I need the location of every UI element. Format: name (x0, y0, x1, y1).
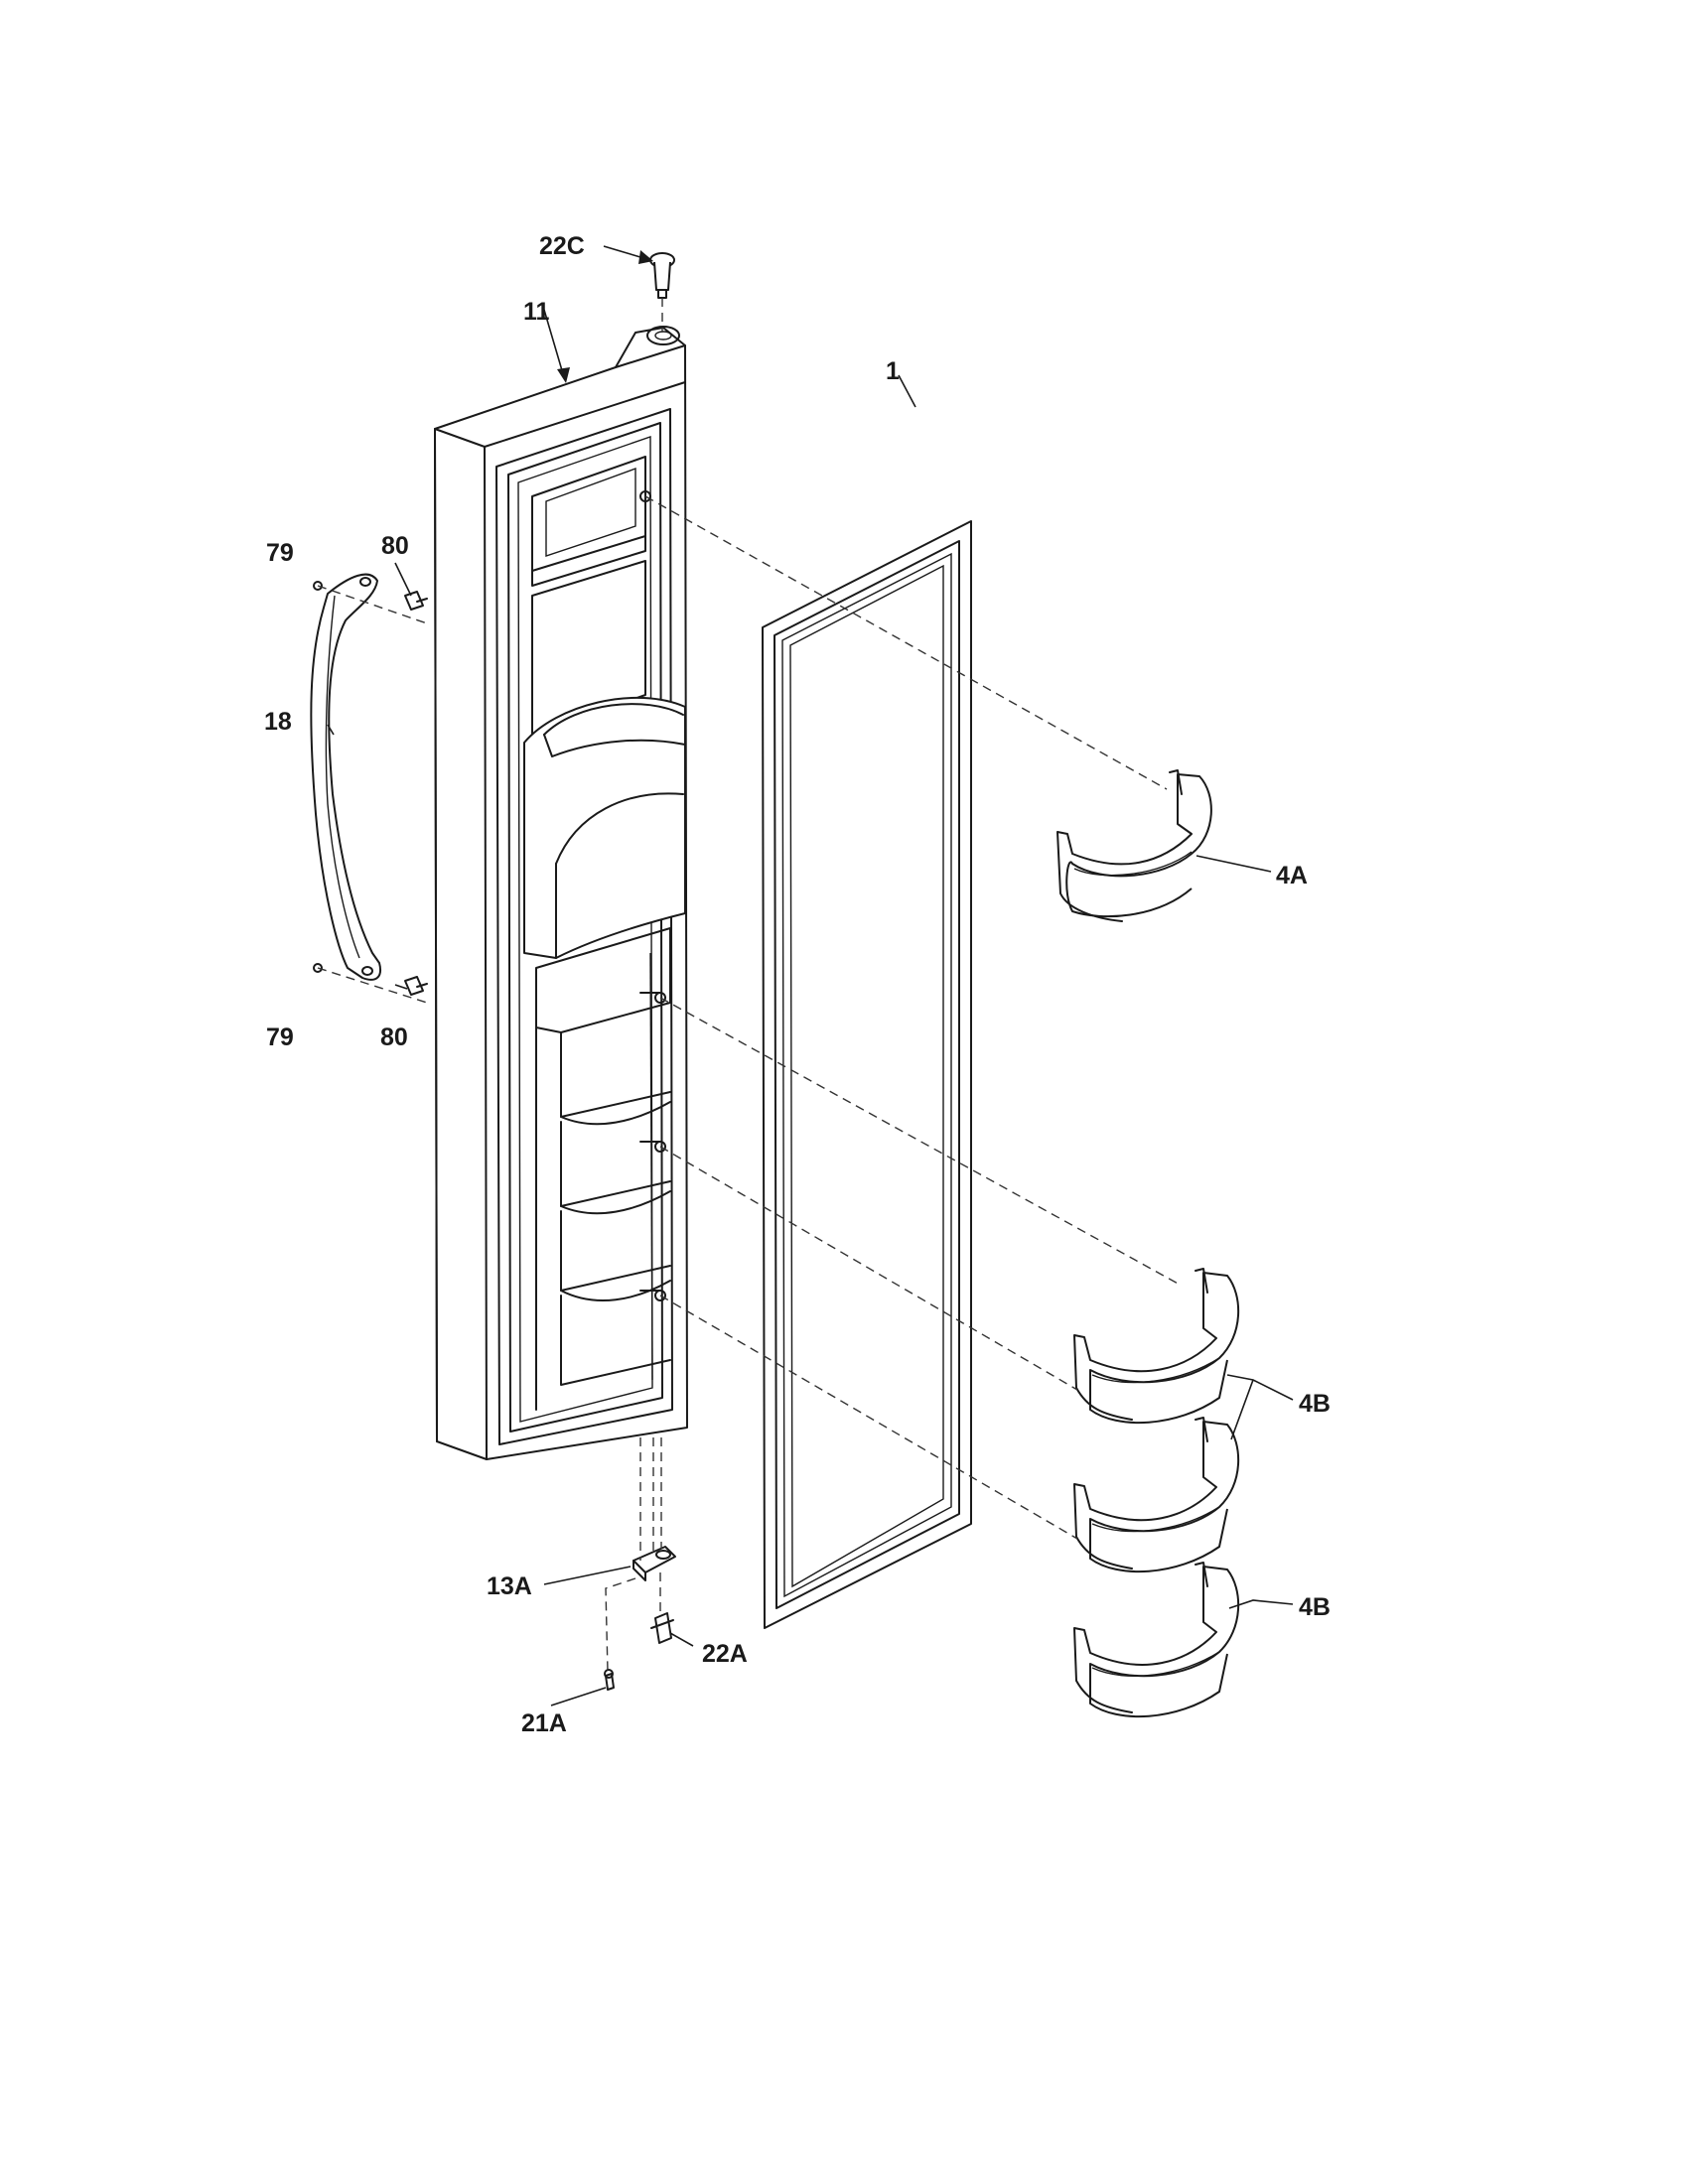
callout-4B-upper: 4B (1299, 1390, 1331, 1418)
callout-4B-lower: 4B (1299, 1593, 1331, 1621)
hinge-bracket-13A (633, 1546, 676, 1581)
bushing-22C (649, 252, 675, 299)
callout-79-top: 79 (266, 539, 294, 567)
door-assembly (434, 326, 688, 1460)
callout-79-bottom: 79 (266, 1024, 294, 1051)
door-bin-4B-1 (1073, 1268, 1240, 1425)
door-gasket (762, 520, 972, 1629)
callout-80-top: 80 (381, 532, 409, 560)
hinge-pin-22A (650, 1612, 674, 1644)
screw-21A (604, 1669, 615, 1691)
assembly-lines (317, 298, 1183, 1673)
callout-80-bottom: 80 (380, 1024, 408, 1051)
callout-11: 11 (523, 298, 550, 326)
door-bin-4A (1056, 769, 1212, 922)
stud-80-top (404, 591, 428, 611)
screw-79-top (313, 581, 323, 591)
callout-1: 1 (886, 357, 900, 385)
callout-4A: 4A (1276, 862, 1308, 889)
callout-21A: 21A (521, 1709, 567, 1737)
callout-13A: 13A (487, 1572, 532, 1600)
callout-22A: 22A (702, 1640, 748, 1668)
stud-80-bottom (404, 976, 428, 996)
door-bin-4B-3 (1073, 1562, 1240, 1718)
leader-lines (327, 245, 1294, 1706)
callout-22C: 22C (539, 232, 585, 260)
door-bin-4B-2 (1073, 1417, 1240, 1573)
door-handle (310, 573, 381, 981)
screw-79-bottom (313, 963, 323, 973)
callout-18: 18 (264, 708, 292, 736)
